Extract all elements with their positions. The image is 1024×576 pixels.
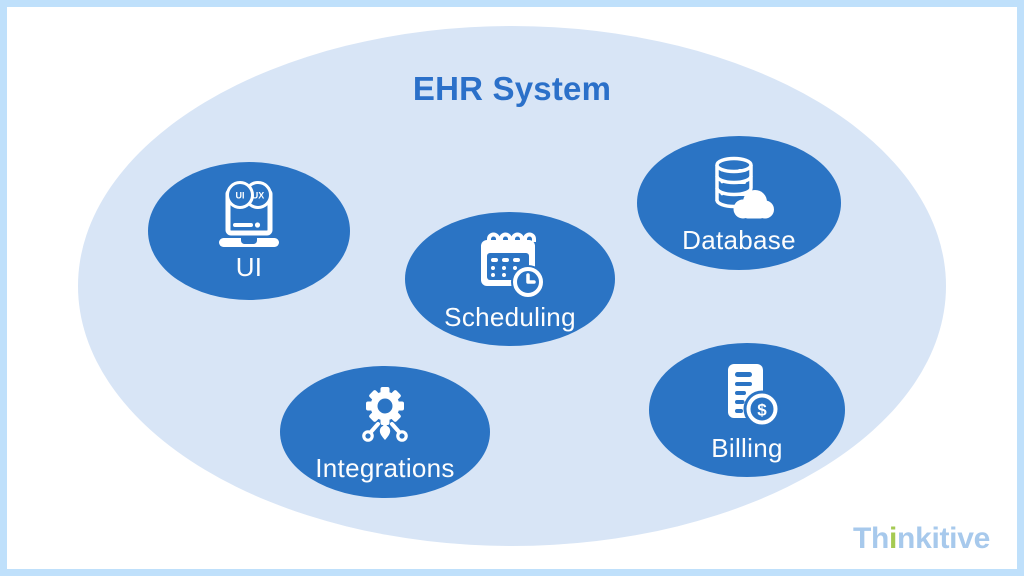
database-cloud-icon <box>715 156 774 219</box>
invoice-dollar-icon: $ <box>728 363 781 428</box>
ui-ux-laptop-icon: UX UI <box>219 180 279 247</box>
logo-text-prefix: Th <box>852 522 889 555</box>
ux-badge: UX <box>252 190 265 200</box>
gear-integrations-icon <box>362 386 408 442</box>
node-ui: UX UI UI <box>148 162 350 300</box>
diagram-title: EHR System <box>412 70 612 107</box>
node-scheduling: Scheduling <box>405 212 615 346</box>
calendar-clock-icon <box>481 232 545 299</box>
logo-text-highlight: i <box>889 522 898 555</box>
logo-text-suffix: nkitive <box>897 522 990 555</box>
node-database: Database <box>637 136 841 270</box>
node-label: UI <box>235 251 263 282</box>
node-billing: $ Billing <box>649 343 845 477</box>
node-label: Scheduling <box>444 301 576 332</box>
thinkitive-logo: Thinkitive <box>853 522 990 556</box>
ui-badge: UI <box>236 190 245 200</box>
node-label: Billing <box>711 432 783 463</box>
node-integrations: Integrations <box>280 366 490 498</box>
node-label: Database <box>682 224 796 255</box>
dollar-sign: $ <box>757 400 767 419</box>
node-label: Integrations <box>315 452 455 483</box>
